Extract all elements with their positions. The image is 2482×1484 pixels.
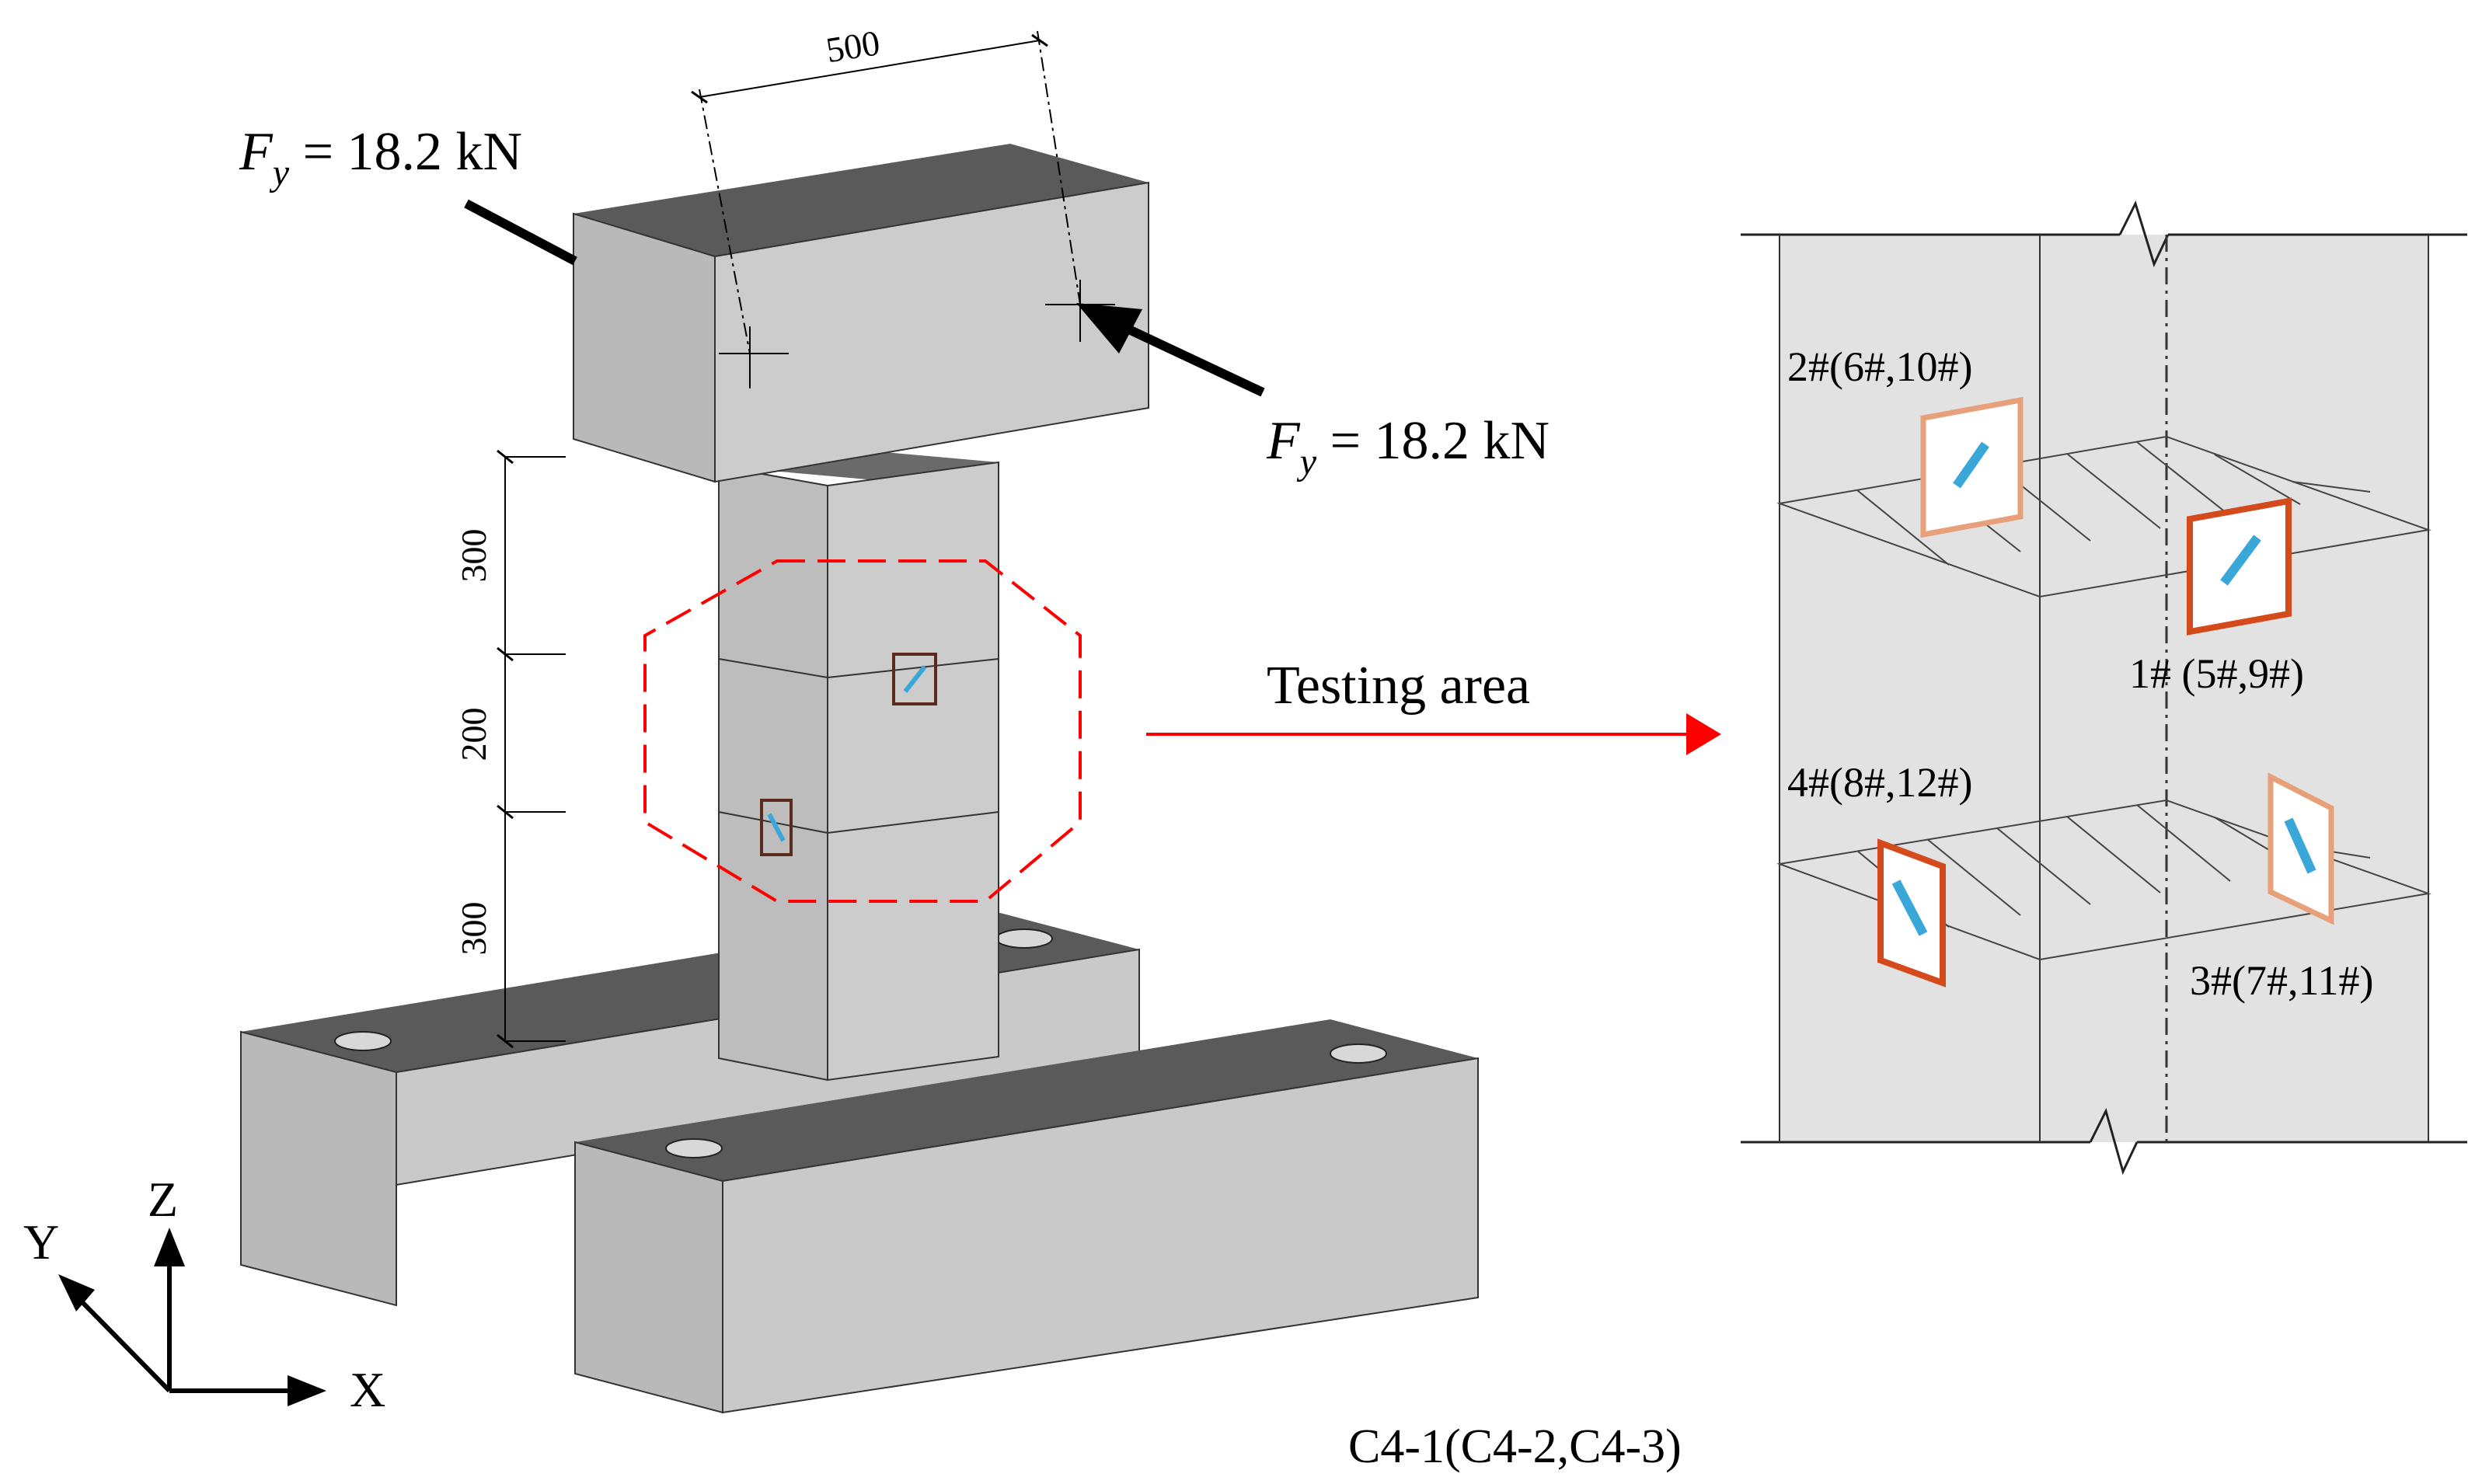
strain-gauge-icon — [2220, 535, 2261, 586]
load-label-left: Fy = 18.2 kN — [239, 122, 522, 193]
strain-gauge-icon — [1891, 880, 1928, 936]
gauge-label-2: 2#(6#,10#) — [1787, 343, 1972, 390]
detail-panel-face — [1780, 235, 2428, 1142]
base-beam-front-side — [574, 1141, 723, 1414]
load-value-left: = 18.2 kN — [289, 122, 522, 182]
detail-panel: 2#(6#,10#) 1# (5#,9#) 4#(8#,12#) 3#(7#,1… — [1741, 200, 2467, 1176]
fracture-plane-lower — [1776, 799, 2431, 961]
base-beam-front-face — [722, 1057, 1479, 1414]
bolt-hole-icon — [995, 928, 1053, 949]
dimension-upper-label: 300 — [454, 529, 493, 583]
strain-gauge-icon — [1953, 441, 1989, 489]
loading-beam — [573, 144, 1149, 483]
bolt-hole-icon — [334, 1031, 392, 1051]
load-subscript-right: y — [1296, 441, 1317, 482]
testing-zone-outline — [643, 559, 1082, 903]
dimension-middle-label: 200 — [454, 708, 493, 761]
column — [718, 447, 999, 1082]
coordinate-axes: Z X Y — [23, 1172, 385, 1417]
specimen-label: C4-1(C4-2,C4-3) — [1348, 1420, 1682, 1473]
bolt-hole-icon — [665, 1138, 723, 1158]
testing-area-label: Testing area — [1267, 656, 1530, 716]
load-subscript-left: y — [269, 152, 290, 193]
right-arrow-icon — [1686, 713, 1721, 755]
bolt-hole-icon — [1330, 1043, 1387, 1064]
load-arrow-icon — [1076, 303, 1142, 354]
base-beam-front — [574, 1019, 1479, 1414]
z-axis-arrow-icon — [154, 1228, 185, 1266]
axis-z-label: Z — [148, 1172, 178, 1227]
gauge-label-3: 3#(7#,11#) — [2190, 957, 2373, 1004]
dimension-lower-label: 300 — [454, 902, 493, 956]
y-axis-arrow-icon — [58, 1274, 95, 1312]
strain-gauge-frame-2 — [760, 799, 793, 856]
column-front — [827, 461, 999, 1082]
loading-beam-top — [573, 144, 1149, 256]
dimension-top: 500 — [691, 23, 1081, 354]
load-arrow-right — [1076, 303, 1265, 397]
strain-gauge-icon — [767, 813, 786, 842]
dimension-top-label: 500 — [824, 23, 883, 70]
strain-gauge-icon — [2284, 817, 2316, 874]
loading-beam-front — [714, 181, 1149, 483]
x-axis-arrow-icon — [288, 1375, 326, 1406]
axis-y-label: Y — [23, 1214, 59, 1270]
fracture-plane-upper — [1776, 435, 2431, 598]
load-arrow-left — [464, 199, 577, 266]
loading-beam-side — [573, 212, 716, 483]
load-symbol-right: F — [1266, 411, 1301, 471]
gauge-label-4: 4#(8#,12#) — [1787, 759, 1972, 806]
base-beam-back-side — [240, 1030, 397, 1307]
load-symbol-left: F — [239, 122, 274, 182]
load-value-right: = 18.2 kN — [1316, 411, 1550, 471]
dimension-vertical: 300 200 300 — [454, 449, 566, 1049]
axis-x-label: X — [350, 1362, 385, 1417]
load-label-right: Fy = 18.2 kN — [1266, 411, 1550, 482]
base-beam-front-top — [575, 1019, 1478, 1181]
column-side — [718, 465, 828, 1082]
strain-gauge-frame-1 — [892, 653, 937, 705]
gauge-label-1: 1# (5#,9#) — [2129, 650, 2304, 697]
strain-gauge-icon — [903, 665, 927, 693]
